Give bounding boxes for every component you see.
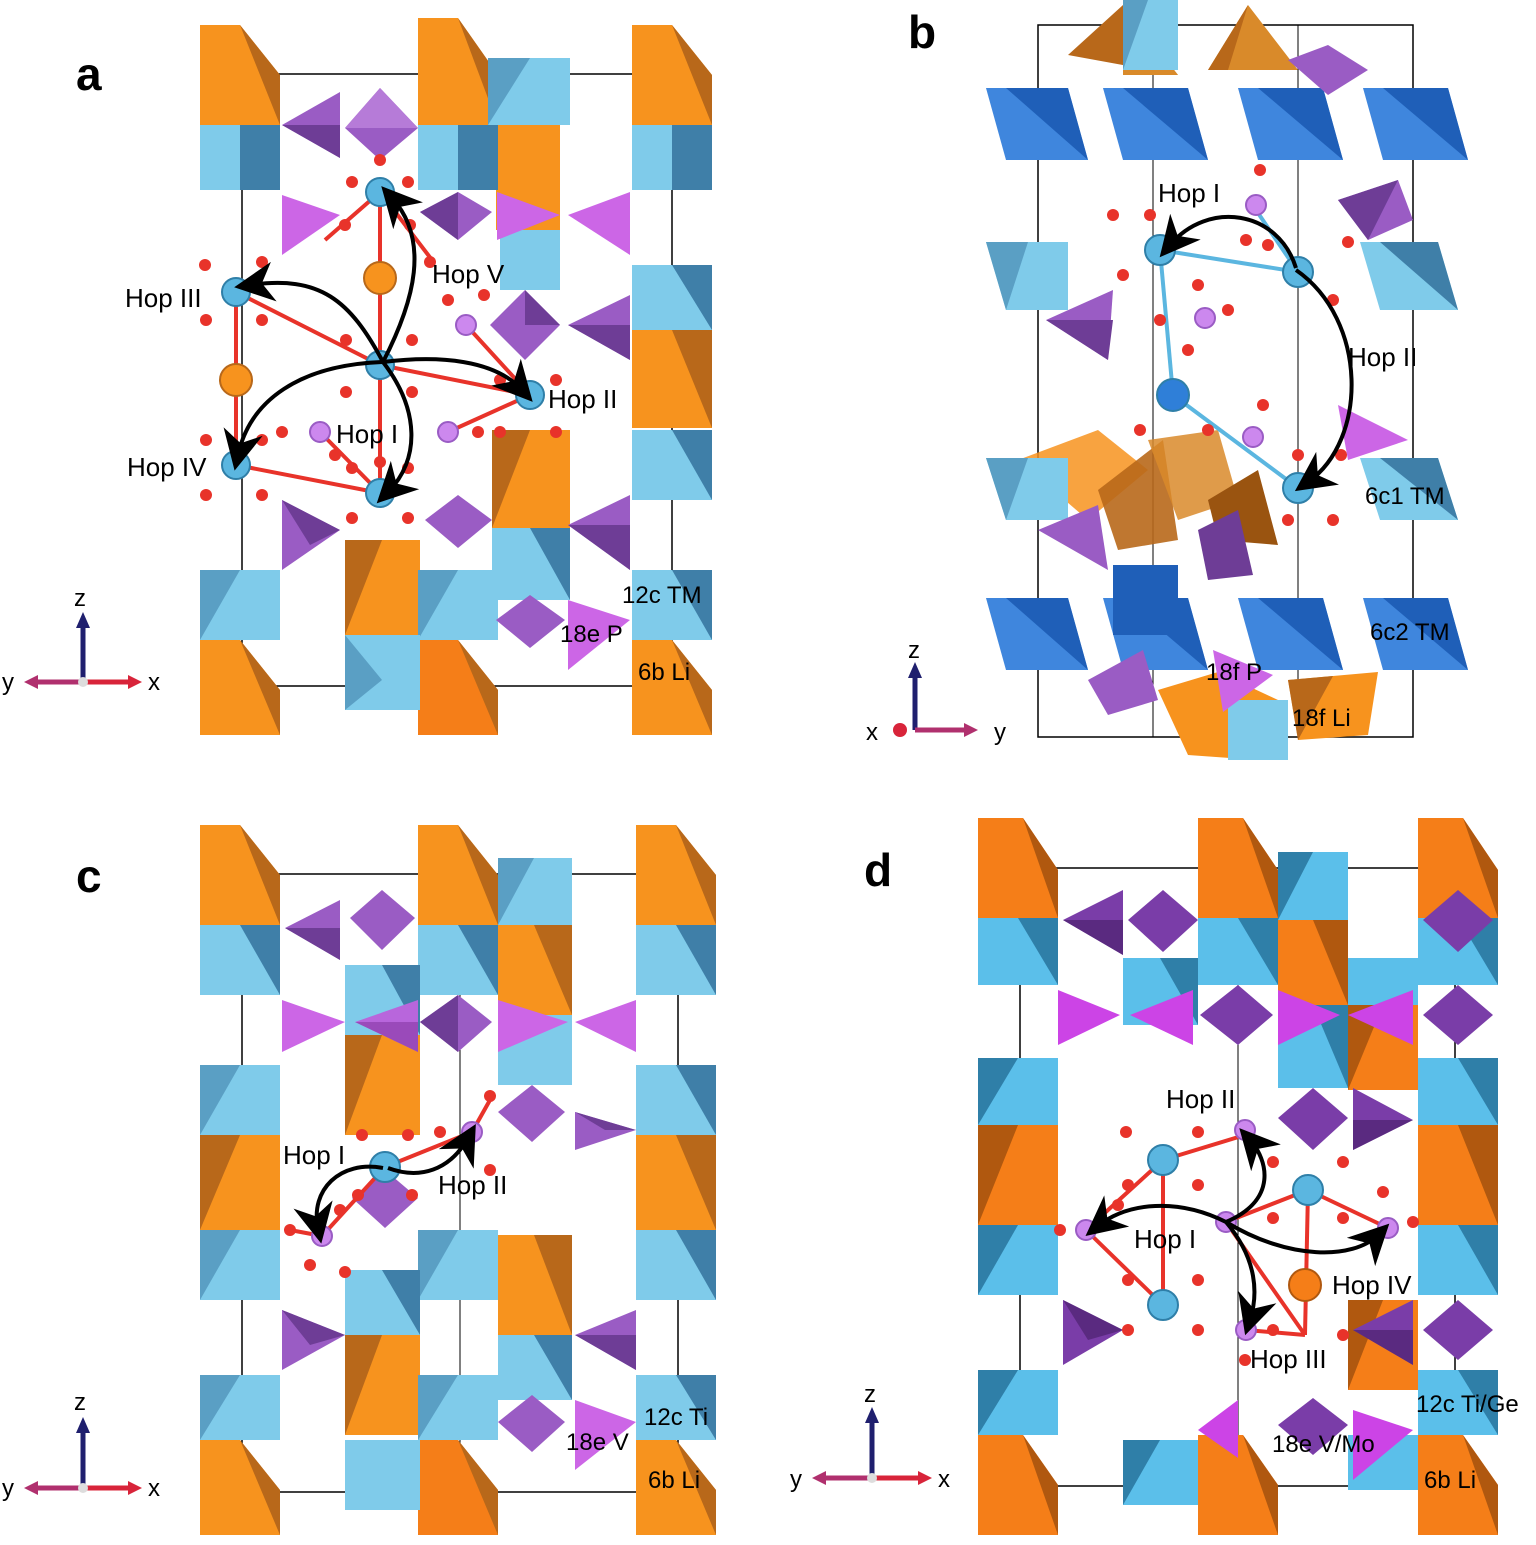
panel-letter: c [76, 850, 102, 902]
oxygen-atoms [1107, 164, 1354, 526]
p-atoms [1194, 194, 1267, 448]
axis-label: y [2, 669, 14, 696]
axis-label: x [866, 719, 878, 746]
axis-triad: z x y [866, 637, 1006, 746]
tm-polyhedra [986, 0, 1468, 760]
p-polyhedra [282, 890, 636, 1470]
hop-v-arrow [381, 186, 423, 363]
hop-i-arrow [376, 360, 420, 504]
site-label: 6c1 TM [1365, 483, 1445, 510]
unit-cell [1037, 24, 1414, 738]
site-label: 6b Li [648, 1467, 700, 1494]
hop-i-arrow [293, 1164, 384, 1244]
hop-label: Hop III [125, 283, 202, 313]
tm-polyhedra [978, 852, 1498, 1505]
axis-triad: z y x [2, 1389, 160, 1502]
hop-label: Hop III [1250, 1344, 1327, 1374]
panel-c: c Hop I Hop II 12c Ti 18e V 6b Li z y x [0, 790, 768, 1545]
site-label: 18f P [1206, 659, 1262, 686]
panel-letter: d [864, 844, 892, 896]
hop-arrows [293, 1124, 476, 1244]
oxygen-atoms [284, 1090, 496, 1278]
site-label: 18e V/Mo [1272, 1431, 1375, 1458]
hop-arrows [223, 186, 533, 504]
hop-label: Hop II [438, 1170, 507, 1200]
li-polyhedra [978, 818, 1498, 1535]
site-label: 18e V [566, 1429, 629, 1456]
hop-label: Hop IV [127, 452, 207, 482]
hop-label: Hop I [1134, 1224, 1196, 1254]
hop-arrows [1085, 1128, 1390, 1336]
li-polyhedra [1018, 5, 1378, 760]
panel-letter: b [908, 6, 936, 58]
hop-label: Hop II [1348, 342, 1417, 372]
hop-ii-arrow [387, 1124, 476, 1175]
hop-ii-arrow [382, 357, 533, 402]
hop-iv-arrow [223, 360, 384, 471]
axis-label: y [790, 1466, 802, 1493]
tm-atoms [1147, 1144, 1324, 1321]
site-label: 6b Li [1424, 1467, 1476, 1494]
site-label: 12c Ti [644, 1404, 708, 1431]
axis-label: z [74, 585, 86, 612]
lithium-atoms [219, 261, 397, 397]
lithium-atoms [1288, 1268, 1322, 1302]
panel-c-structure: c Hop I Hop II 12c Ti 18e V 6b Li z y x [2, 825, 716, 1535]
hop-iii-arrow [1224, 1220, 1277, 1336]
li-polyhedra [200, 18, 712, 735]
hop-iv-arrow [1224, 1220, 1390, 1267]
axis-label: z [908, 637, 920, 664]
panel-b: b Hop I Hop II 6c1 TM 6c2 TM 18f P 18f L… [768, 0, 1536, 780]
p-atoms [309, 314, 477, 443]
axis-label: z [864, 1381, 876, 1408]
axis-label: y [2, 1475, 14, 1502]
tm-polyhedra [200, 858, 716, 1510]
hop-ii-arrow [1294, 268, 1354, 492]
panel-a-structure: a Hop III Hop V Hop II Hop I Hop IV 12c … [2, 18, 712, 735]
panel-d-structure: d Hop II Hop I Hop IV Hop III 12c Ti/Ge … [790, 818, 1519, 1535]
hop-label: Hop I [1158, 178, 1220, 208]
hop-label: Hop II [1166, 1084, 1235, 1114]
hop-iii-arrow [234, 261, 385, 363]
axis-label: x [148, 669, 160, 696]
p-polyhedra [282, 88, 630, 670]
hop-i-arrow [1159, 213, 1298, 269]
site-label: 6c2 TM [1370, 619, 1450, 646]
axis-label: x [938, 1466, 950, 1493]
panel-a: a Hop III Hop V Hop II Hop I Hop IV 12c … [0, 0, 768, 780]
site-label: 12c TM [622, 582, 702, 609]
panel-letter: a [76, 48, 102, 100]
axis-triad: z y x [790, 1381, 950, 1493]
li-polyhedra [200, 825, 716, 1535]
p-polyhedra [1038, 45, 1413, 715]
hop-label: Hop IV [1332, 1270, 1412, 1300]
axis-label: z [74, 1389, 86, 1416]
hop-label: Hop V [432, 259, 505, 289]
hop-label: Hop I [283, 1140, 345, 1170]
hop-ii-arrow [1225, 1128, 1281, 1224]
panel-d: d Hop II Hop I Hop IV Hop III 12c Ti/Ge … [768, 790, 1536, 1545]
hop-label: Hop I [336, 419, 398, 449]
p-polyhedra [1058, 890, 1493, 1480]
hop-arrows [1159, 213, 1354, 492]
tm-polyhedra [200, 58, 712, 710]
hop-i-arrow [1085, 1195, 1227, 1236]
hop-label: Hop II [548, 384, 617, 414]
site-label: 6b Li [638, 659, 690, 686]
axis-label: y [994, 719, 1006, 746]
site-label: 12c Ti/Ge [1416, 1391, 1519, 1418]
axis-triad: z y x [2, 585, 160, 696]
site-label: 18e P [560, 621, 623, 648]
axis-label: x [148, 1475, 160, 1502]
site-label: 18f Li [1292, 705, 1351, 732]
panel-b-structure: b Hop I Hop II 6c1 TM 6c2 TM 18f P 18f L… [866, 0, 1468, 760]
